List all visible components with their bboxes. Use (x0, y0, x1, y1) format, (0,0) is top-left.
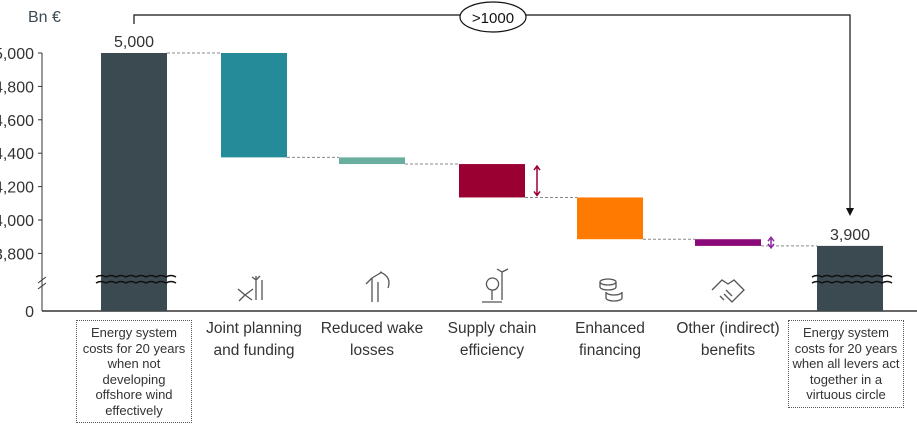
bar-break-wave (95, 280, 177, 284)
uncertainty-arrow (533, 164, 541, 197)
total-savings-bracket (133, 14, 851, 210)
category-label-financing: Enhanced financing (575, 320, 645, 359)
bar-end (817, 245, 883, 311)
data-label-start: 5,000 (114, 34, 154, 51)
bar-1 (221, 53, 287, 158)
y-tick-label: 4,000 (0, 213, 34, 230)
bar-5 (695, 239, 761, 246)
bar-break-wave (95, 274, 177, 278)
y-tick-label: 4,200 (0, 180, 34, 197)
category-label-end: Energy system costs for 20 years when al… (788, 320, 904, 408)
y-axis-label: Bn € (28, 9, 61, 26)
axis-break-mark (37, 276, 47, 290)
annotation-text: >1000 (472, 10, 514, 27)
wind-turbine-wake-icon (365, 271, 390, 302)
y-tick-label: 5,000 (0, 46, 34, 63)
network-turbines-icon (237, 275, 263, 302)
y-tick-label: 3,800 (0, 246, 34, 263)
y-tick-label: 4,400 (0, 146, 34, 163)
category-label-other: Other (indirect) benefits (676, 320, 780, 359)
category-label-wake-losses: Reduced wake losses (320, 320, 424, 359)
bar-start (101, 53, 167, 311)
y-tick-label: 4,600 (0, 113, 34, 130)
y-tick-label: 0 (25, 304, 34, 321)
data-label-end: 3,900 (830, 227, 870, 244)
bar-4 (577, 197, 643, 240)
handshake-icon (711, 279, 745, 303)
uncertainty-arrow (767, 235, 775, 250)
coins-icon (599, 278, 623, 302)
annotation-ellipse (459, 1, 527, 33)
category-label-joint-planning: Joint planning and funding (206, 320, 302, 359)
category-label-supply-chain: Supply chain efficiency (447, 320, 537, 359)
bar-2 (339, 157, 405, 165)
bar-3 (459, 164, 525, 198)
bar-break-wave (811, 274, 893, 278)
y-tick-label: 4,800 (0, 79, 34, 96)
worker-turbine-icon (482, 268, 509, 303)
bracket-arrowhead (846, 208, 854, 216)
bar-break-wave (811, 280, 893, 284)
category-label-start: Energy system costs for 20 years when no… (76, 320, 192, 423)
